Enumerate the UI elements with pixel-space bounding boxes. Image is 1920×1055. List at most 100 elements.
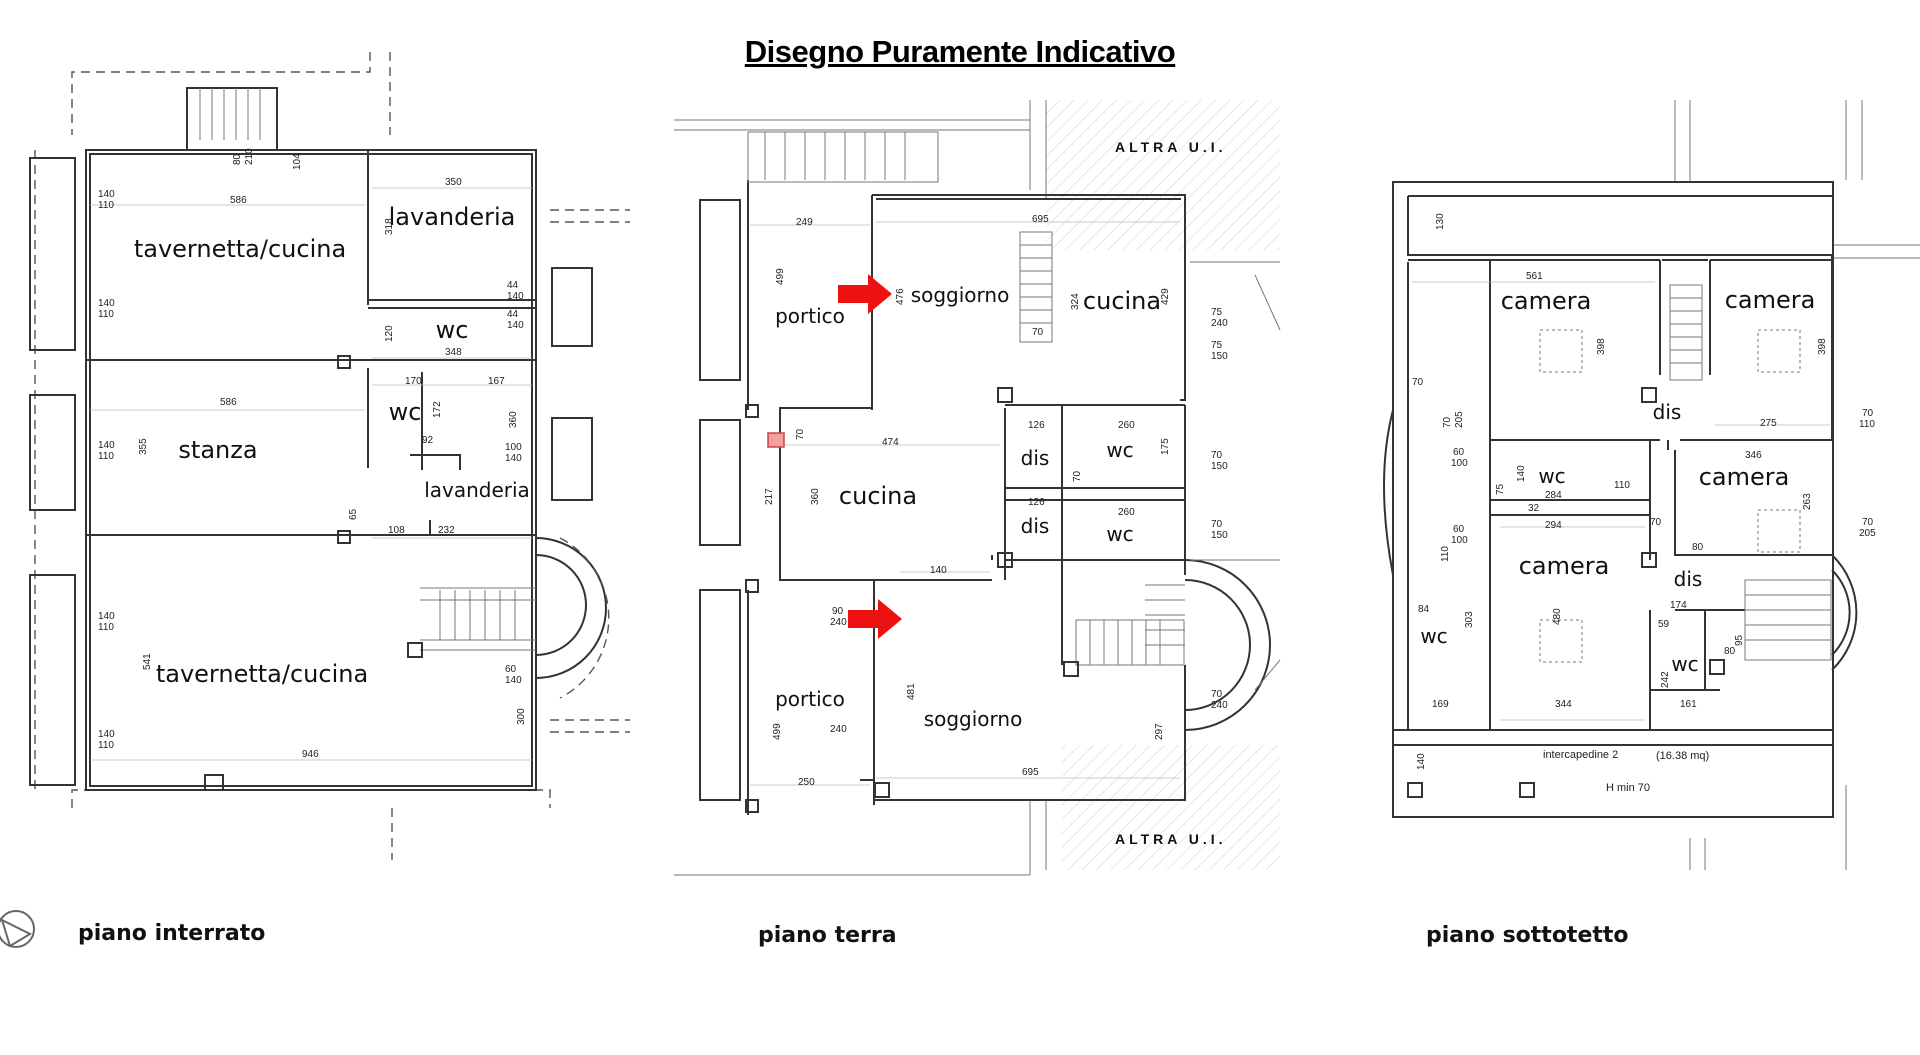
window-bay xyxy=(29,157,76,351)
svg-text:92: 92 xyxy=(422,435,434,446)
svg-text:59: 59 xyxy=(1658,619,1670,630)
svg-text:80: 80 xyxy=(1692,542,1704,553)
svg-text:110: 110 xyxy=(98,622,114,633)
svg-text:695: 695 xyxy=(1032,214,1049,225)
room-label: soggiorno xyxy=(911,283,1010,307)
svg-text:44: 44 xyxy=(507,280,519,291)
svg-text:120: 120 xyxy=(384,325,395,342)
svg-text:169: 169 xyxy=(1432,699,1449,710)
intercapedine-area: (16.38 mq) xyxy=(1656,750,1709,762)
plan-sottotetto: camera camera dis wc camera camera dis w… xyxy=(1383,100,1920,870)
svg-text:80: 80 xyxy=(232,153,243,165)
svg-text:60: 60 xyxy=(1453,524,1465,535)
svg-text:348: 348 xyxy=(445,347,462,358)
svg-text:140: 140 xyxy=(98,440,115,451)
room-label: camera xyxy=(1725,286,1816,314)
room-label: stanza xyxy=(178,436,257,464)
floor-label: piano sottotetto xyxy=(1426,923,1629,948)
svg-text:32: 32 xyxy=(1528,503,1540,514)
svg-text:110: 110 xyxy=(98,309,114,320)
svg-text:303: 303 xyxy=(1464,611,1475,628)
svg-text:175: 175 xyxy=(1160,438,1171,455)
svg-text:70: 70 xyxy=(1211,519,1223,530)
svg-text:474: 474 xyxy=(882,437,899,448)
svg-text:140: 140 xyxy=(505,453,522,464)
pillar xyxy=(337,355,351,369)
svg-text:70: 70 xyxy=(1650,517,1662,528)
svg-text:240: 240 xyxy=(1211,700,1228,711)
svg-text:140: 140 xyxy=(1416,753,1427,770)
room-label: wc xyxy=(1538,464,1565,488)
svg-text:110: 110 xyxy=(1614,480,1630,491)
svg-text:150: 150 xyxy=(1211,461,1228,472)
svg-text:75: 75 xyxy=(1211,307,1223,318)
svg-text:284: 284 xyxy=(1545,490,1562,501)
intercapedine-label: intercapedine 2 xyxy=(1543,749,1618,761)
svg-text:346: 346 xyxy=(1745,450,1762,461)
svg-text:586: 586 xyxy=(230,195,247,206)
room-label: dis xyxy=(1674,567,1703,591)
svg-text:140: 140 xyxy=(507,320,524,331)
svg-text:110: 110 xyxy=(98,200,114,211)
other-unit-label: ALTRA U.I. xyxy=(1115,139,1227,155)
svg-text:140: 140 xyxy=(930,565,947,576)
svg-text:205: 205 xyxy=(1859,528,1876,539)
pillar xyxy=(997,387,1013,403)
room-label: wc xyxy=(1106,522,1133,546)
floor-label: piano terra xyxy=(758,923,897,948)
svg-text:232: 232 xyxy=(438,525,455,536)
svg-text:70: 70 xyxy=(1072,470,1083,482)
svg-text:210: 210 xyxy=(244,148,255,165)
plan-terra: ALTRA U.I. ALTRA U.I. xyxy=(674,100,1281,876)
svg-text:84: 84 xyxy=(1418,604,1430,615)
svg-text:561: 561 xyxy=(1526,271,1543,282)
svg-text:360: 360 xyxy=(508,411,519,428)
svg-text:240: 240 xyxy=(830,724,847,735)
svg-text:150: 150 xyxy=(1211,351,1228,362)
svg-text:80: 80 xyxy=(1724,646,1736,657)
stair xyxy=(1669,284,1703,381)
svg-text:318: 318 xyxy=(384,218,395,235)
svg-text:344: 344 xyxy=(1555,699,1572,710)
room-label: dis xyxy=(1021,446,1050,470)
svg-text:297: 297 xyxy=(1154,723,1165,740)
svg-text:44: 44 xyxy=(507,309,519,320)
svg-text:263: 263 xyxy=(1802,493,1813,510)
svg-text:110: 110 xyxy=(98,451,114,462)
room-label: tavernetta/cucina xyxy=(156,660,368,688)
spiral-stair xyxy=(535,537,607,679)
svg-text:126: 126 xyxy=(1028,420,1045,431)
svg-text:541: 541 xyxy=(142,653,153,670)
svg-text:499: 499 xyxy=(772,723,783,740)
svg-text:499: 499 xyxy=(775,268,786,285)
room-label: portico xyxy=(775,304,845,328)
svg-text:75: 75 xyxy=(1211,340,1223,351)
svg-text:140: 140 xyxy=(505,675,522,686)
room-label: wc xyxy=(1671,652,1698,676)
svg-text:260: 260 xyxy=(1118,420,1135,431)
svg-text:170: 170 xyxy=(405,376,422,387)
svg-text:586: 586 xyxy=(220,397,237,408)
svg-text:110: 110 xyxy=(98,740,114,751)
svg-text:250: 250 xyxy=(798,777,815,788)
room-label: wc xyxy=(436,316,469,344)
svg-text:324: 324 xyxy=(1070,293,1081,310)
svg-text:275: 275 xyxy=(1760,418,1777,429)
svg-text:398: 398 xyxy=(1817,338,1828,355)
svg-text:75: 75 xyxy=(1495,483,1506,495)
stair xyxy=(1019,231,1053,343)
svg-text:104: 104 xyxy=(292,153,303,170)
svg-text:946: 946 xyxy=(302,749,319,760)
svg-text:240: 240 xyxy=(1211,318,1228,329)
svg-text:140: 140 xyxy=(507,291,524,302)
min-height-note: H min 70 xyxy=(1606,782,1650,794)
svg-text:481: 481 xyxy=(906,683,917,700)
spiral-stair xyxy=(1184,559,1271,731)
svg-text:355: 355 xyxy=(138,438,149,455)
entrance-arrow xyxy=(848,599,902,639)
svg-text:100: 100 xyxy=(505,442,522,453)
compass-icon xyxy=(0,910,35,948)
svg-text:167: 167 xyxy=(488,376,505,387)
dashed-boundary xyxy=(34,52,630,860)
